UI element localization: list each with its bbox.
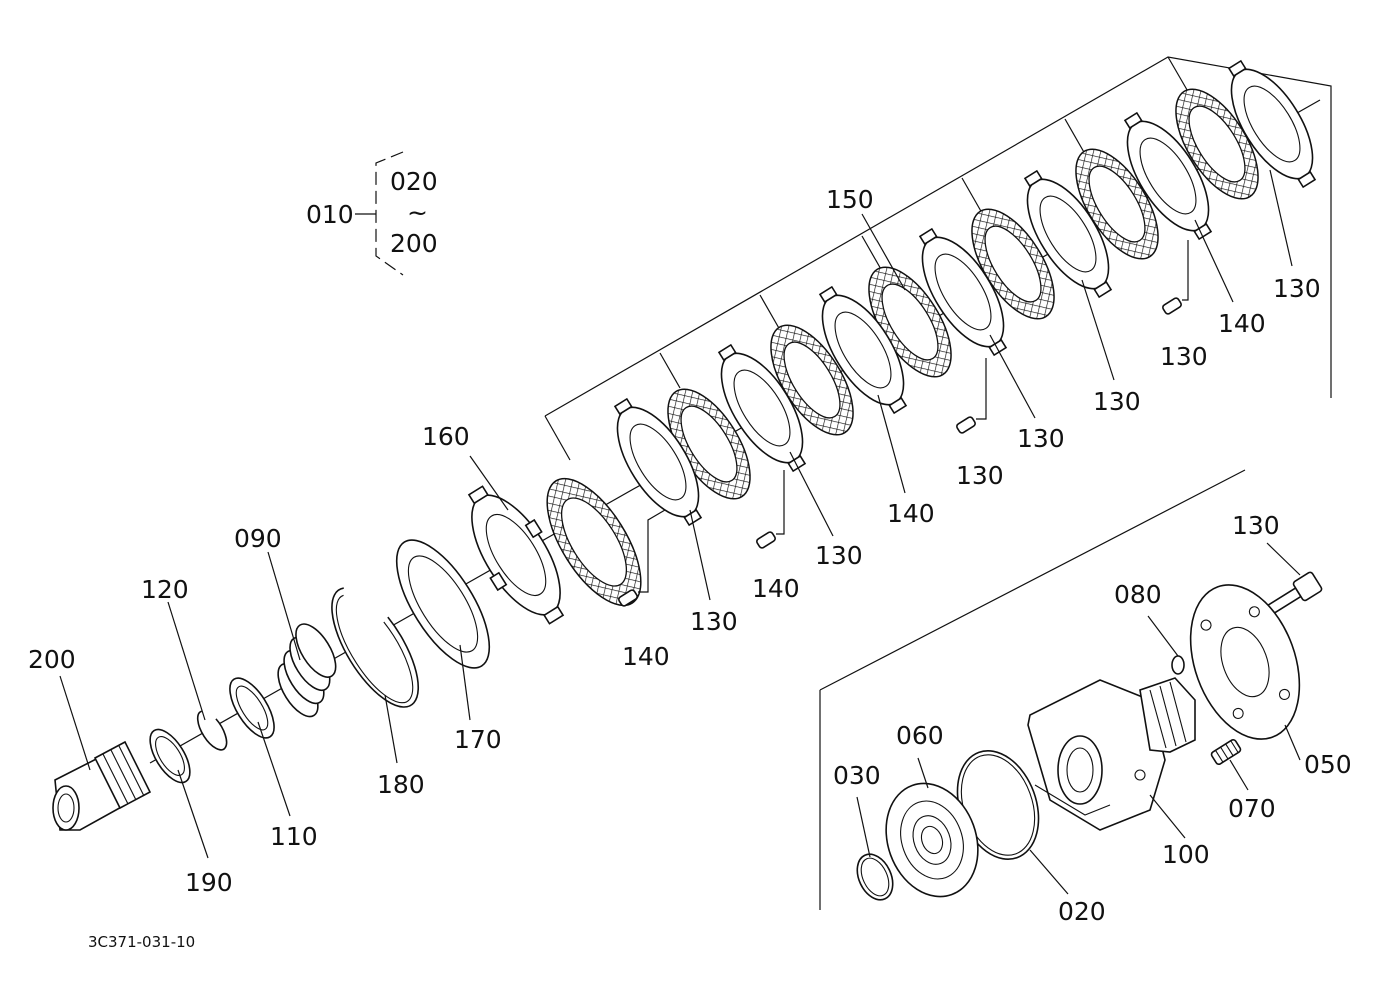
label-160: 160 [422,422,470,451]
assembly-group-bracket: 010 020 ~ 200 [306,151,438,276]
label-030: 060 [896,721,944,750]
o-ring-060 [1171,655,1185,675]
label-140: 130 [1160,342,1208,371]
part-labels: 150 160 090 120 200 190 110 180 170 140 … [28,185,1352,926]
friction-disc [546,477,642,607]
friction-disc [667,388,751,500]
label-170: 170 [454,725,502,754]
label-190: 190 [185,868,233,897]
label-150: 150 [826,185,874,214]
spring-pin [1162,297,1182,315]
label-050: 030 [833,761,881,790]
o-ring-050 [856,853,894,901]
label-080: 130 [1232,511,1280,540]
label-130: 130 [1093,387,1141,416]
spring-pin [956,416,976,434]
snap-ring-120 [196,710,228,751]
steel-plate [1023,169,1113,299]
label-130: 130 [1273,274,1321,303]
steel-plate [1227,59,1317,189]
group-range-start: 020 [390,167,438,196]
bolt-080 [1265,571,1323,616]
group-assembly-label: 010 [306,200,354,229]
label-200: 200 [28,645,76,674]
piston-030 [885,782,979,898]
label-130: 130 [815,541,863,570]
cover-plate-070 [1189,584,1301,740]
steel-plate-160 [467,485,565,625]
housing-enclosure [819,469,1246,910]
label-120: 120 [141,575,189,604]
spring-100 [1210,738,1242,766]
label-130: 140 [1218,309,1266,338]
label-180: 180 [377,770,425,799]
friction-discs [546,88,1259,607]
steel-plates [467,59,1317,625]
collar-190 [149,728,191,784]
spring-pins [618,240,1189,607]
spring-pin [618,589,638,607]
label-140: 140 [752,574,800,603]
friction-disc [770,324,854,436]
washer-110 [229,677,275,739]
label-140: 140 [622,642,670,671]
gear-hub-200 [52,740,152,831]
friction-disc [868,266,952,378]
label-110: 110 [270,822,318,851]
group-range-symbol: ~ [407,198,428,227]
pressure-plate-170 [395,539,491,669]
spring-pin [756,531,776,549]
friction-disc [971,208,1055,320]
group-range-end: 200 [390,229,438,258]
steel-plate [818,285,908,415]
drawing-code: 3C371-031-10 [88,933,195,951]
label-130: 140 [887,499,935,528]
label-040: 020 [1058,897,1106,926]
label-140: 130 [956,461,1004,490]
label-130: 130 [690,607,738,636]
leader-lines [59,169,1301,895]
label-060: 080 [1114,580,1162,609]
label-020: 100 [1162,840,1210,869]
spring-090 [277,623,337,718]
clutch-drum-020 [1027,677,1196,831]
label-130: 130 [1017,424,1065,453]
steel-plate [918,227,1008,357]
label-070: 050 [1304,750,1352,779]
label-100: 070 [1228,794,1276,823]
steel-plate [1123,111,1213,241]
friction-disc [1175,88,1259,200]
label-090: 090 [234,524,282,553]
